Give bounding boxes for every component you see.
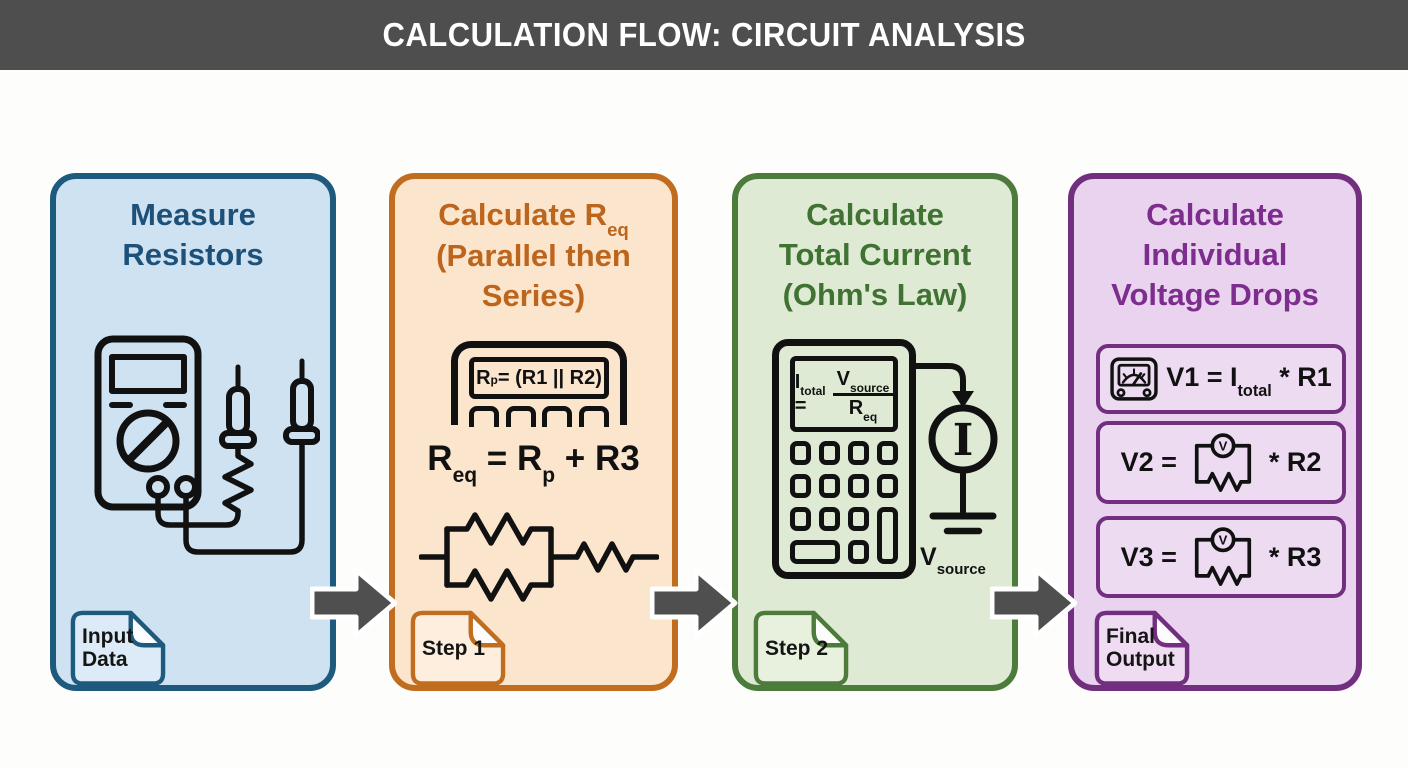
- flow-canvas: Measure Resistors: [0, 70, 1408, 768]
- v1-formula-box: V1 = Itotal * R1: [1096, 344, 1346, 414]
- v3-formula-box: V3 = V * R3: [1096, 516, 1346, 598]
- analog-meter-icon: [1110, 357, 1158, 401]
- note-label: Final Output: [1106, 625, 1175, 671]
- panel-calculate-total-current: Calculate Total Current (Ohm's Law) Itot…: [732, 173, 1018, 691]
- flow-arrow-icon: [990, 567, 1078, 639]
- resistor-voltmeter-icon: V: [1194, 527, 1251, 586]
- panel-voltage-drops: Calculate Individual Voltage Drops V1 = …: [1068, 173, 1362, 691]
- multimeter-with-probes-icon: [94, 335, 320, 555]
- calculator-display: Itotal = Vsource Req: [790, 356, 898, 432]
- v1-formula: V1 = Itotal * R1: [1166, 362, 1332, 400]
- v3-suffix: * R3: [1268, 541, 1322, 572]
- note-label: Step 2: [765, 636, 829, 660]
- current-symbol: I: [953, 415, 974, 466]
- v2-prefix: V2 =: [1120, 447, 1177, 477]
- folded-note-icon: [1094, 610, 1190, 686]
- parallel-series-circuit-icon: [419, 512, 659, 602]
- req-formula: Req = Rp + R3: [427, 439, 640, 487]
- calculator-icon: Itotal = Vsource Req: [772, 339, 916, 579]
- page-title: CALCULATION FLOW: CIRCUIT ANALYSIS: [382, 16, 1026, 53]
- note-input-data: Input Data: [69, 609, 167, 687]
- note-step-2: Step 2: [752, 609, 850, 687]
- header-bar: CALCULATION FLOW: CIRCUIT ANALYSIS: [0, 0, 1408, 70]
- panel-title: Measure Resistors: [122, 197, 264, 272]
- folded-note-icon: [70, 610, 166, 686]
- panel-title: Calculate Total Current (Ohm's Law): [778, 197, 972, 312]
- v2-formula-box: V2 = V * R2: [1096, 421, 1346, 504]
- calculator-keys-icon: [469, 406, 609, 427]
- note-label: Step 1: [422, 636, 486, 660]
- v2-suffix: * R2: [1268, 447, 1322, 477]
- resistor-voltmeter-icon: V: [1194, 432, 1251, 492]
- voltmeter-symbol: V: [1219, 438, 1228, 453]
- fraction: Vsource Req: [832, 368, 894, 423]
- folded-note-icon: [753, 610, 849, 686]
- panel-title: Calculate Individual Voltage Drops: [1111, 197, 1319, 312]
- note-label: Input Data: [82, 625, 134, 671]
- flow-arrow-icon: [310, 567, 398, 639]
- voltmeter-symbol: V: [1219, 533, 1228, 548]
- calculator-keypad-icon: [790, 441, 898, 564]
- current-source-icon: I: [911, 363, 998, 535]
- vsource-label: Vsource: [920, 543, 986, 578]
- folded-note-icon: [410, 610, 506, 686]
- v3-prefix: V3 =: [1120, 541, 1177, 572]
- flow-arrow-icon: [650, 567, 738, 639]
- panel-measure-resistors: Measure Resistors: [50, 173, 336, 691]
- note-step-1: Step 1: [409, 609, 507, 687]
- panel-title: Calculate Req (Parallel then Series): [436, 197, 631, 313]
- note-final-output: Final Output: [1093, 609, 1191, 687]
